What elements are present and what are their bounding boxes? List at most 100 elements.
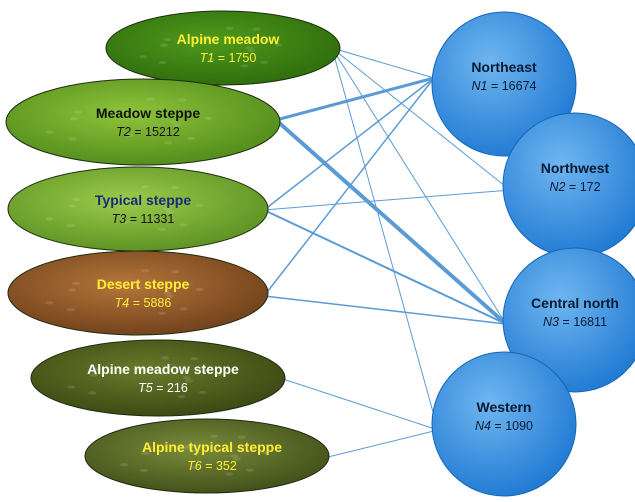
texture-speck [214, 373, 223, 377]
texture-speck [125, 133, 134, 137]
texture-speck [139, 469, 148, 473]
link-t3-n3 [263, 209, 507, 325]
equals-sign: = [131, 125, 145, 139]
texture-speck [157, 311, 166, 316]
texture-speck [134, 367, 143, 371]
texture-speck [245, 46, 254, 50]
link-t1-n4 [331, 47, 439, 431]
texture-speck [72, 281, 81, 285]
texture-speck [252, 27, 261, 31]
texture-speck [72, 197, 81, 201]
grassland-count: 352 [216, 459, 237, 473]
texture-speck [114, 281, 123, 285]
texture-speck [225, 26, 234, 30]
texture-speck [183, 198, 192, 203]
link-t5-n4 [279, 377, 439, 431]
link-t6-n4 [323, 429, 439, 459]
grassland-name: Meadow steppe [96, 105, 200, 121]
region-count: 172 [580, 180, 601, 194]
texture-speck [171, 269, 180, 274]
texture-speck [66, 223, 75, 228]
grassland-ellipse [7, 250, 269, 336]
texture-speck [141, 269, 150, 273]
region-count: 16811 [573, 315, 607, 329]
link-t2-n3 [274, 118, 508, 326]
texture-speck [274, 43, 283, 47]
grassland-value: T5 = 216 [138, 381, 188, 395]
link-t4-n3 [263, 295, 507, 325]
texture-speck [195, 287, 204, 291]
texture-speck [146, 97, 155, 101]
region-var: N4 [475, 419, 491, 433]
texture-speck [158, 61, 167, 65]
grassland-value: T1 = 1750 [200, 51, 257, 65]
texture-speck [230, 454, 239, 458]
region-name: Northwest [541, 160, 610, 176]
grassland-node-t5: Alpine meadow steppe T5 = 216 [30, 339, 286, 417]
texture-speck [198, 390, 207, 395]
region-value: N4 = 1090 [475, 419, 533, 433]
texture-speck [88, 391, 97, 395]
texture-speck [120, 220, 129, 224]
texture-speck [202, 368, 211, 372]
texture-speck [179, 223, 188, 227]
texture-speck [187, 136, 196, 140]
texture-speck [232, 457, 241, 461]
texture-speck [169, 120, 178, 124]
texture-speck [157, 227, 166, 232]
grassland-ellipse [7, 166, 269, 252]
texture-speck [178, 98, 187, 102]
texture-speck [69, 117, 78, 121]
region-count: 16674 [502, 79, 537, 93]
texture-speck [184, 445, 193, 449]
texture-speck [68, 137, 77, 141]
equals-sign: = [214, 51, 228, 65]
grassland-var: T5 [138, 381, 153, 395]
equals-sign: = [565, 180, 579, 194]
equals-sign: = [129, 296, 143, 310]
texture-speck [260, 60, 269, 64]
texture-speck [119, 463, 128, 467]
region-circle [502, 247, 635, 393]
equals-sign: = [559, 315, 573, 329]
link-t3-n1 [263, 77, 435, 211]
texture-speck [165, 210, 174, 214]
region-var: N3 [543, 315, 559, 329]
grassland-var: T2 [116, 125, 131, 139]
texture-speck [260, 451, 269, 455]
equals-sign: = [487, 79, 501, 93]
texture-speck [182, 376, 191, 380]
texture-speck [183, 282, 192, 287]
link-t1-n2 [331, 47, 511, 191]
texture-speck [163, 291, 172, 295]
region-value: N2 = 172 [549, 180, 600, 194]
grassland-name: Alpine meadow steppe [87, 361, 239, 377]
region-count: 1090 [505, 419, 533, 433]
texture-speck [45, 217, 54, 221]
texture-speck [159, 43, 168, 47]
texture-speck [45, 130, 54, 134]
texture-speck [68, 204, 77, 208]
grassland-var: T1 [200, 51, 215, 65]
grassland-count: 216 [167, 381, 188, 395]
grassland-ellipse [105, 10, 341, 86]
grassland-value: T4 = 5886 [115, 296, 172, 310]
texture-speck [190, 111, 199, 115]
region-value: N1 = 16674 [472, 79, 537, 93]
link-layer [263, 47, 511, 459]
texture-speck [195, 203, 204, 207]
texture-speck [139, 55, 148, 59]
grassland-name: Alpine meadow [177, 31, 280, 47]
link-t1-n1 [331, 47, 435, 79]
region-value: N3 = 16811 [543, 315, 607, 329]
